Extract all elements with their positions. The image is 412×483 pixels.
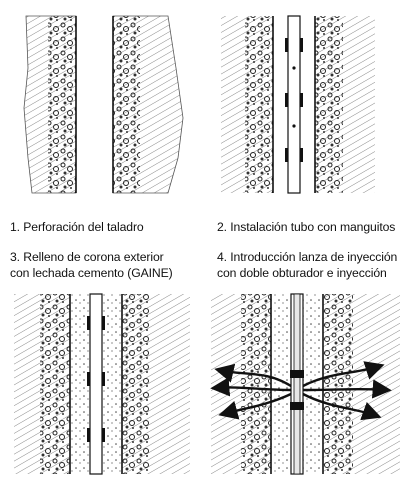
caption-step-1: 1. Perforación del taladro <box>10 219 144 235</box>
caption-step-4-line-1: 4. Introducción lanza de inyección <box>217 249 397 265</box>
injection-lance <box>294 294 300 474</box>
panel-1-borehole-drilling <box>18 8 193 198</box>
caption-step-2: 2. Instalación tubo con manguitos <box>217 219 395 235</box>
borehole-drilling-illustration <box>18 8 193 198</box>
tube-installation-illustration <box>215 8 390 198</box>
panel-3-grout-fill <box>10 290 195 478</box>
caption-step-3-line-2: con lechada cemento (GAINE) <box>10 265 173 281</box>
upper-packer <box>290 370 304 378</box>
panel-2-tube-installation <box>215 8 390 198</box>
caption-step-3-line-1: 3. Relleno de corona exterior <box>10 249 164 265</box>
injection-illustration <box>205 290 405 478</box>
grout-fill-illustration <box>10 290 195 478</box>
caption-step-4-line-2: con doble obturador e inyección <box>217 265 387 281</box>
sleeve-tube <box>288 16 300 193</box>
lower-packer <box>290 402 304 410</box>
panel-4-injection <box>205 290 405 478</box>
